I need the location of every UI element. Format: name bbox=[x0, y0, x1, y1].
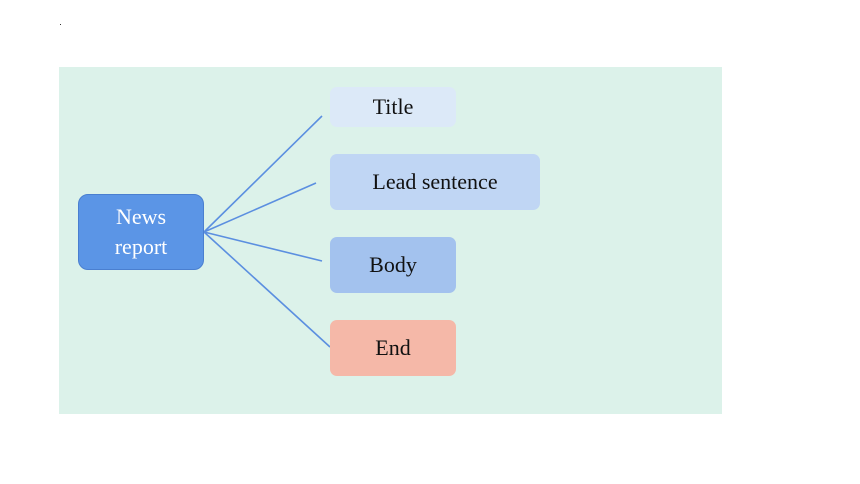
node-end: End bbox=[330, 320, 456, 376]
node-body: Body bbox=[330, 237, 456, 293]
node-body-label: Body bbox=[369, 252, 417, 277]
node-lead-sentence: Lead sentence bbox=[330, 154, 540, 210]
stray-dot-mark bbox=[60, 24, 61, 25]
node-end-label: End bbox=[375, 335, 411, 360]
root-label-line1: News bbox=[115, 204, 167, 229]
node-title: Title bbox=[330, 87, 456, 127]
node-lead-sentence-label: Lead sentence bbox=[372, 169, 498, 194]
root-label-line2: report bbox=[114, 234, 168, 259]
node-title-label: Title bbox=[372, 94, 414, 119]
root-node-news-report: News report bbox=[78, 194, 204, 270]
